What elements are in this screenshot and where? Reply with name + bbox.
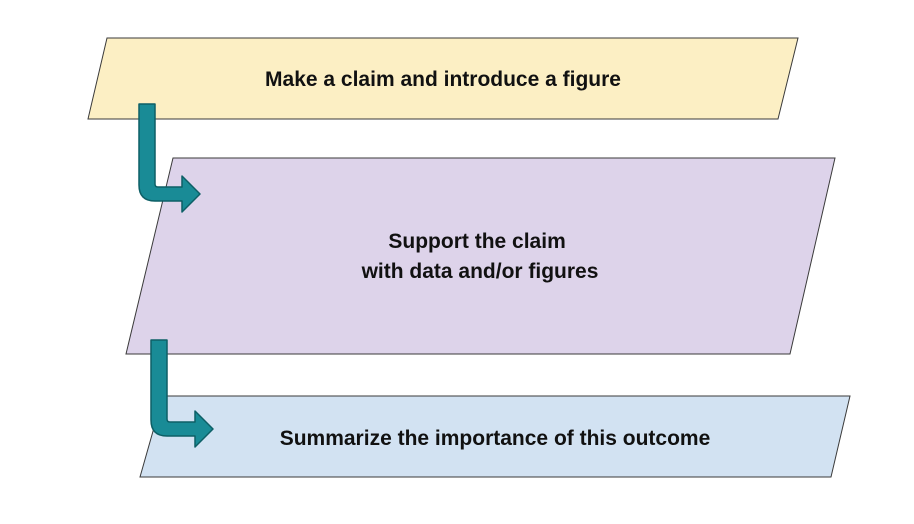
step-3-box: Summarize the importance of this outcome [139, 395, 851, 478]
svg-text:Summarize the importance of th: Summarize the importance of this outcome [280, 427, 711, 450]
step-2-box: Support the claim with data and/or figur… [125, 157, 836, 355]
step-3-shape [139, 395, 851, 478]
arrow-1-icon [138, 103, 201, 213]
step-2-shape [125, 157, 836, 355]
arrow-2-icon [150, 339, 214, 448]
svg-text:Support the claim with d: Support the claim with data and/or figur… [361, 230, 599, 283]
step-2-text-line-2: with data and/or figures [361, 260, 599, 283]
step-2-text-line-1: Support the claim [388, 230, 565, 253]
step-1-text: Make a claim and introduce a figure [265, 68, 621, 91]
svg-text:Make a claim and introduce a f: Make a claim and introduce a figure [265, 68, 621, 91]
step-1-shape [87, 37, 799, 120]
step-1-box: Make a claim and introduce a figure [87, 37, 799, 120]
step-3-text: Summarize the importance of this outcome [280, 427, 711, 450]
